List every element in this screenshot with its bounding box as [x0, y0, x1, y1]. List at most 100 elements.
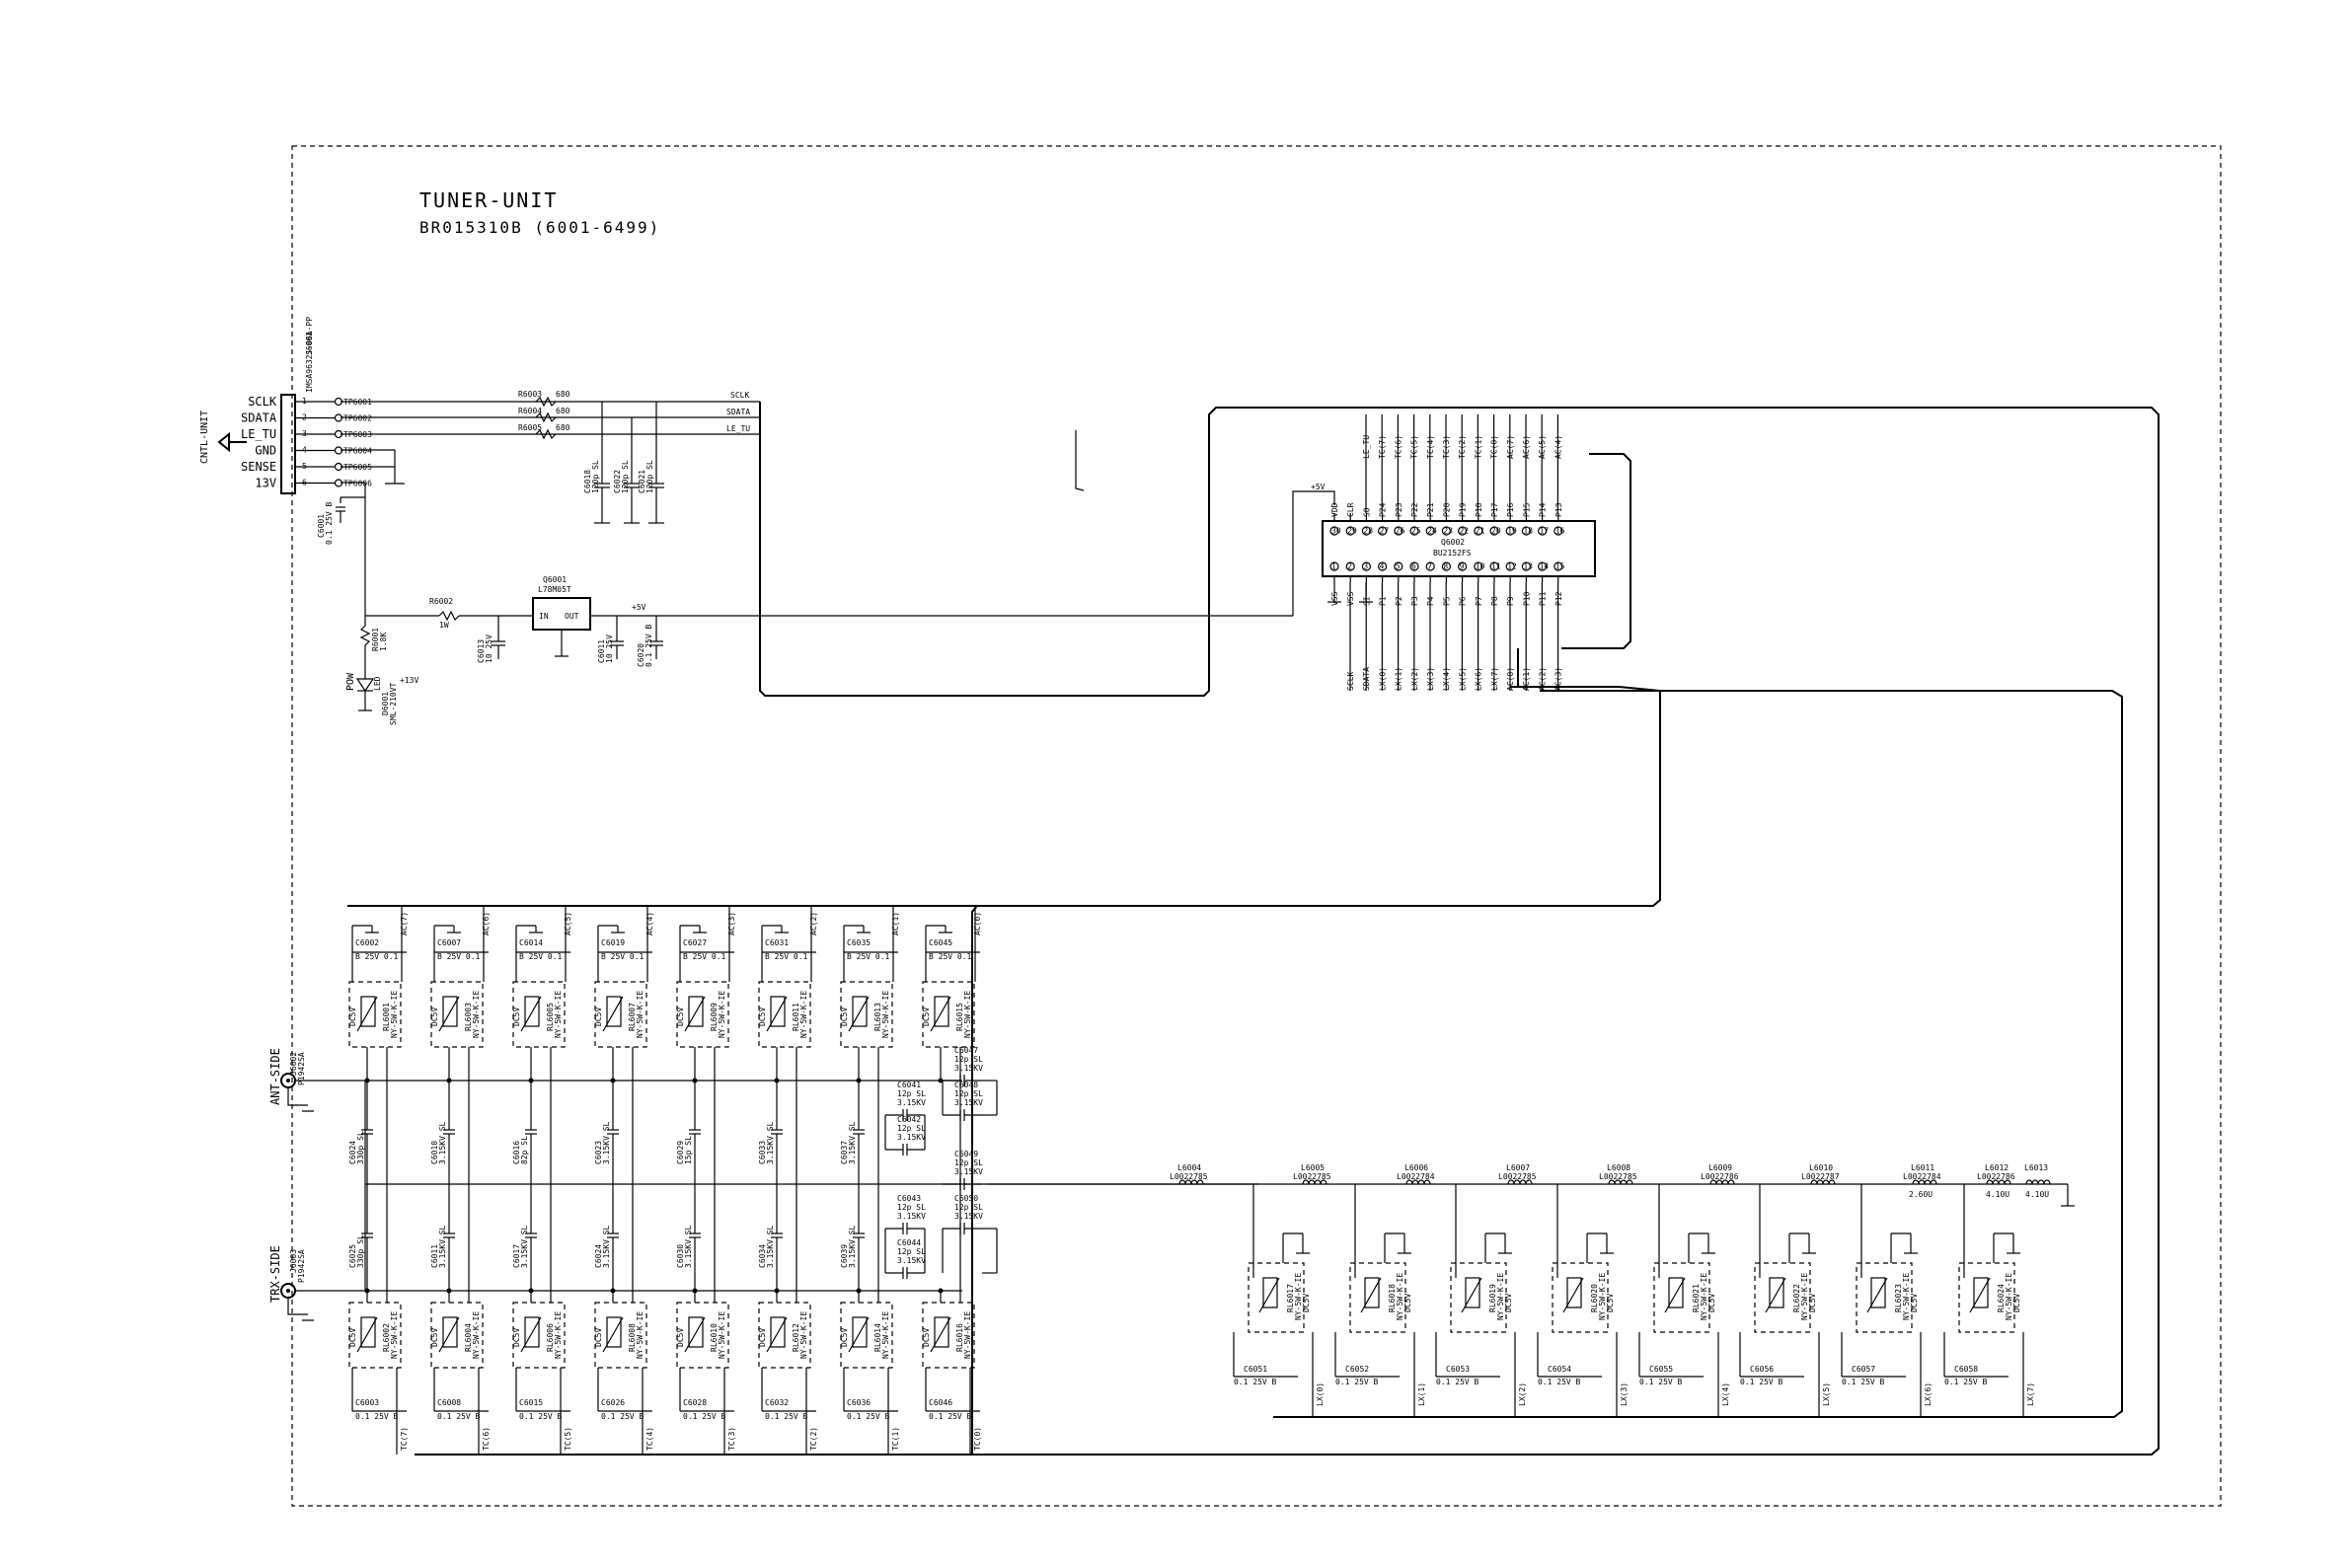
shunt-cap-ref: C6017	[512, 1244, 521, 1268]
ic-pin-top	[1537, 526, 1548, 536]
c6022-label: C6022	[613, 470, 622, 493]
ic-ref: Q6002	[1441, 538, 1465, 547]
ant-side-label: ANT-SIDE	[268, 1048, 282, 1105]
ic-net-label: TC(1)	[1474, 435, 1482, 459]
ic-pin-name: P15	[1522, 502, 1531, 517]
c6011-label: C6011	[597, 639, 606, 663]
ic-pin-name: P21	[1426, 502, 1435, 517]
relay-cap-ref: C6026	[601, 1398, 625, 1407]
ic-net-label: TC(4)	[1426, 435, 1435, 459]
shunt-cap-ref: C6037	[840, 1141, 849, 1164]
relay-ref: RL6001	[382, 1003, 391, 1031]
relay-coil-icon	[442, 1316, 458, 1348]
shunt-cap-value: 3.15KV SL	[602, 1225, 611, 1268]
lx-relay-ref: RL6020	[1590, 1284, 1599, 1312]
ic-net-label: LX(5)	[1458, 667, 1467, 691]
inductor-value: L0022785	[1293, 1172, 1331, 1181]
ic-pin-name: P16	[1506, 502, 1515, 517]
lx-relay-ref: RL6022	[1792, 1284, 1801, 1312]
ic-pin-name: SI	[1362, 596, 1371, 606]
lx-cap-ref: C6053	[1446, 1365, 1470, 1374]
relay-cap-value: B 25V 0.1	[847, 952, 890, 961]
ic-pin-top	[1457, 526, 1468, 536]
inductor-icon	[2025, 1179, 2051, 1185]
ic-pin-number: 22	[1460, 527, 1470, 536]
ic-pin-bottom	[1361, 561, 1372, 571]
ic-pin-number: 26	[1396, 527, 1405, 536]
relay-coil-icon	[1566, 1277, 1582, 1308]
relay-coil-icon	[442, 996, 458, 1027]
relay-ref: RL6004	[464, 1323, 473, 1352]
series-cap-value: 12p SL	[897, 1203, 926, 1212]
ic-net-label: SDATA	[1362, 667, 1371, 691]
ic-pin-number: 2	[1347, 562, 1352, 571]
ic-pin-name: P3	[1410, 596, 1419, 606]
relay-cap-value: B 25V 0.1	[683, 952, 726, 961]
lx-relay-ref: RL6023	[1894, 1284, 1903, 1312]
shunt-cap-value: 3.15KV SL	[684, 1225, 693, 1268]
ic-part: BU2152FS	[1433, 549, 1472, 558]
series-cap-voltage: 3.15KV	[897, 1256, 926, 1265]
reg-rail: +5V	[632, 603, 646, 612]
relay-ref: RL6014	[873, 1323, 882, 1352]
r6001-label: R6001	[371, 628, 380, 651]
reg-part: L78M05T	[538, 585, 571, 594]
ic-pin-bottom	[1554, 561, 1563, 571]
ic-net-label: LX(4)	[1442, 667, 1451, 691]
inductor-value: L0022785	[1599, 1172, 1637, 1181]
inductor-ref: L6004	[1177, 1163, 1201, 1172]
relay-outline	[512, 981, 566, 1048]
relay-cap-value: 0.1 25V B	[437, 1412, 481, 1421]
ic-net-label: TC(6)	[1394, 435, 1402, 459]
ic-pin-number: 16	[1555, 527, 1565, 536]
r6004-value: 680	[556, 407, 570, 415]
relay-voltage: DC5V	[840, 1008, 849, 1026]
inductor-ref: L6012	[1985, 1163, 2009, 1172]
connector-pin-sclk: SCLK	[248, 395, 277, 409]
relay-type: NY-5W-K-IE	[718, 1311, 726, 1359]
ic-pin-top	[1505, 526, 1515, 536]
relay-ref: RL6012	[792, 1323, 800, 1352]
ic-pin-name: P1	[1379, 596, 1388, 606]
relay-voltage: DC5V	[1504, 1294, 1513, 1312]
relay-net: TC(5)	[564, 1427, 572, 1451]
relay-outline	[758, 981, 811, 1048]
ic-pin-name: P6	[1459, 596, 1468, 606]
ic-net-label: AC(7)	[1506, 435, 1515, 459]
shunt-cap-value: 3.15KV SL	[848, 1225, 857, 1268]
r6005-label: R6005	[518, 423, 542, 432]
relay-type: NY-5W-K-IE	[1396, 1273, 1404, 1320]
ic-net-label: LX(2)	[1410, 667, 1419, 691]
relay-outline	[348, 981, 402, 1048]
connector-pin-gnd: GND	[255, 444, 276, 458]
trx-side-label: TRX-SIDE	[268, 1245, 282, 1303]
lx-cap-value: 0.1 25V B	[1335, 1378, 1379, 1386]
ic-q6002: Q6002 BU2152FS +5V 30VDD1VSS29CLR2VSS28S…	[971, 414, 2123, 1455]
ic-pin-bottom	[1441, 561, 1452, 571]
relay-coil-icon	[360, 996, 376, 1027]
series-cap-ref: C6050	[954, 1194, 978, 1203]
relay-voltage: DC5V	[1302, 1294, 1311, 1312]
ic-net-label: AC(0)	[1506, 667, 1515, 691]
ic-pin-name: P4	[1426, 596, 1435, 606]
ic-pin-top	[1394, 526, 1403, 536]
relay-ref: RL6013	[873, 1003, 882, 1031]
relay-ref: RL6008	[628, 1323, 637, 1352]
ic-pin-number: 3	[1363, 562, 1368, 571]
c6001-value: 0.1 25V B	[325, 501, 334, 545]
c6020-value: 0.1 25V B	[644, 624, 653, 667]
ic-pin-number: 23	[1443, 527, 1453, 536]
ic-pin-bottom	[1377, 561, 1388, 571]
lx-cap-ref: C6058	[1954, 1365, 1978, 1374]
ic-pin-name: P10	[1522, 591, 1531, 606]
relay-cap-value: 0.1 25V B	[519, 1412, 563, 1421]
ic-pin-name: P23	[1395, 502, 1403, 517]
lx-net: LX(2)	[1518, 1382, 1527, 1406]
relay-outline	[922, 1302, 975, 1369]
ic-pin-number: 4	[1380, 562, 1385, 571]
relay-net: TC(4)	[645, 1427, 654, 1451]
relay-outline	[594, 1302, 647, 1369]
lx-relay-ref: RL6024	[1997, 1284, 2006, 1312]
series-cap-value: 12p SL	[897, 1124, 926, 1133]
